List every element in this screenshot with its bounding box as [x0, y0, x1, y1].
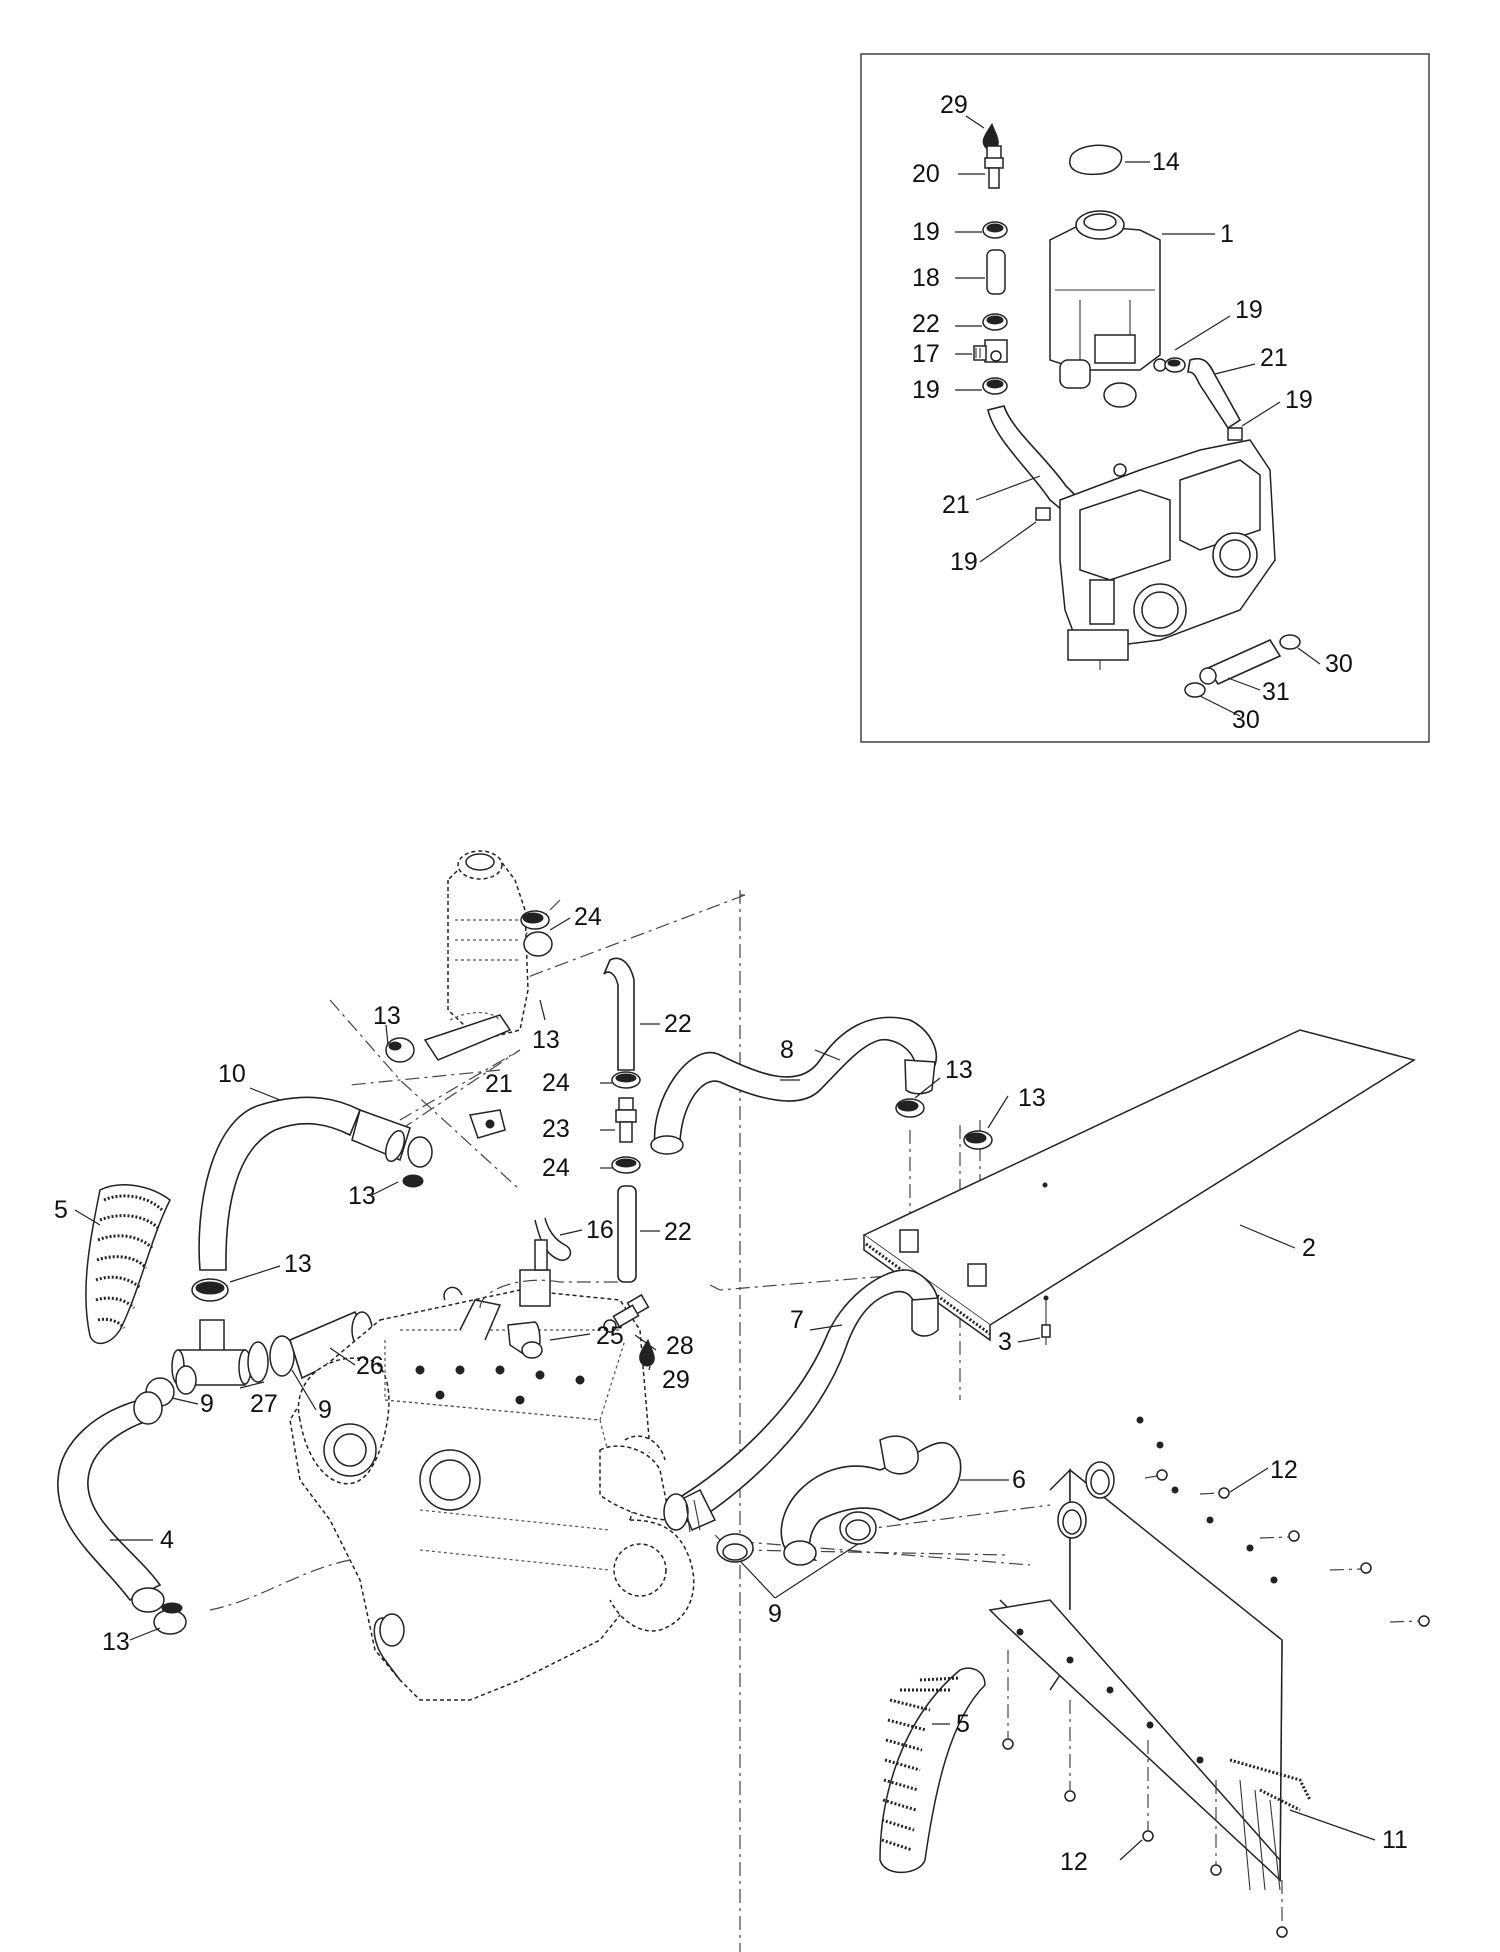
hose-8	[653, 1016, 937, 1146]
hose-22-lower	[617, 1185, 637, 1283]
callout-1: 1	[1220, 220, 1234, 248]
callout-20: 20	[912, 160, 940, 188]
callout-2: 2	[1302, 1234, 1316, 1262]
callout-19: 19	[912, 376, 940, 404]
callout-22: 22	[664, 1010, 692, 1038]
callout-24: 24	[542, 1069, 570, 1097]
callout-9: 9	[318, 1396, 332, 1424]
corrugated-hose-5-top	[85, 1184, 171, 1345]
callout-19: 19	[912, 218, 940, 246]
callout-3: 3	[998, 1328, 1012, 1356]
clamp-13-hose10	[407, 1136, 433, 1168]
callout-28: 28	[666, 1332, 694, 1360]
callout-13: 13	[102, 1628, 130, 1656]
callout-19: 19	[1285, 386, 1313, 414]
callout-16: 16	[586, 1216, 614, 1244]
callout-19: 19	[950, 548, 978, 576]
clamp-30-right	[1279, 634, 1301, 650]
callout-21: 21	[1260, 344, 1288, 372]
callout-14: 14	[1152, 148, 1180, 176]
callout-27: 27	[250, 1390, 278, 1418]
main-assembly	[57, 850, 1430, 1952]
callout-13: 13	[348, 1182, 376, 1210]
callout-25: 25	[596, 1322, 624, 1350]
callout-13: 13	[945, 1056, 973, 1084]
clamp-19-carb-top	[1227, 427, 1243, 441]
callout-11: 11	[1382, 1826, 1408, 1854]
clamp-19-carb-left	[1035, 507, 1051, 521]
callout-5: 5	[956, 1710, 970, 1738]
hose-10	[198, 1096, 362, 1271]
inset-detail	[860, 53, 1430, 743]
engine-block	[289, 1239, 695, 1701]
reservoir-main	[423, 850, 529, 1061]
hose-22-upper	[603, 957, 635, 1071]
clamp-30-left	[1184, 682, 1206, 698]
callout-23: 23	[542, 1115, 570, 1143]
callout-10: 10	[218, 1060, 246, 1088]
callout-13: 13	[532, 1026, 560, 1054]
clamp-13-hose4	[153, 1609, 187, 1635]
callout-13: 13	[1018, 1084, 1046, 1112]
callout-21: 21	[485, 1070, 513, 1098]
hose-6	[780, 1441, 962, 1562]
callout-30: 30	[1325, 650, 1353, 678]
callout-labels: 29 20 14 19 1 18 19 22 17 21 19 19 21 19…	[54, 91, 1408, 1876]
clamp-13-top-right	[523, 931, 553, 957]
callout-29: 29	[662, 1366, 690, 1394]
callout-29: 29	[940, 91, 968, 119]
callout-12: 12	[1270, 1456, 1298, 1484]
callout-22: 22	[912, 310, 940, 338]
callout-4: 4	[160, 1526, 174, 1554]
callout-9: 9	[768, 1600, 782, 1628]
bracket-11	[988, 1416, 1312, 1891]
reservoir-1	[1049, 210, 1167, 408]
callout-26: 26	[356, 1352, 384, 1380]
fitting-23	[615, 1097, 637, 1143]
ring-9-a	[247, 1341, 269, 1383]
fitting-25	[507, 1321, 543, 1359]
cap-14	[1069, 144, 1123, 176]
callout-13: 13	[373, 1002, 401, 1030]
tee-17	[973, 339, 1008, 363]
callout-24: 24	[542, 1154, 570, 1182]
callout-7: 7	[790, 1306, 804, 1334]
sensor-28	[603, 1293, 650, 1333]
callout-13: 13	[284, 1250, 312, 1278]
callout-21: 21	[942, 491, 970, 519]
hose-18	[986, 249, 1006, 295]
callout-18: 18	[912, 264, 940, 292]
ring-9-b	[269, 1335, 295, 1377]
clamp-13-top-left	[385, 1037, 415, 1063]
callout-6: 6	[1012, 1466, 1026, 1494]
callout-31: 31	[1262, 678, 1290, 706]
callout-24: 24	[574, 903, 602, 931]
clamp-19-top-band	[986, 223, 1004, 233]
callout-12: 12	[1060, 1848, 1088, 1876]
callout-30: 30	[1232, 706, 1260, 734]
callout-19: 19	[1235, 296, 1263, 324]
bolts-12	[1002, 1469, 1430, 1938]
fitting-20	[984, 145, 1004, 189]
callout-22: 22	[664, 1218, 692, 1246]
callout-8: 8	[780, 1036, 794, 1064]
hose-4	[57, 1399, 162, 1602]
callout-9: 9	[200, 1390, 214, 1418]
callout-17: 17	[912, 340, 940, 368]
corrugated-hose-5-bottom	[879, 1667, 986, 1874]
ring-9-c	[175, 1365, 197, 1395]
callout-5: 5	[54, 1196, 68, 1224]
carburetor-assembly	[1059, 439, 1276, 670]
